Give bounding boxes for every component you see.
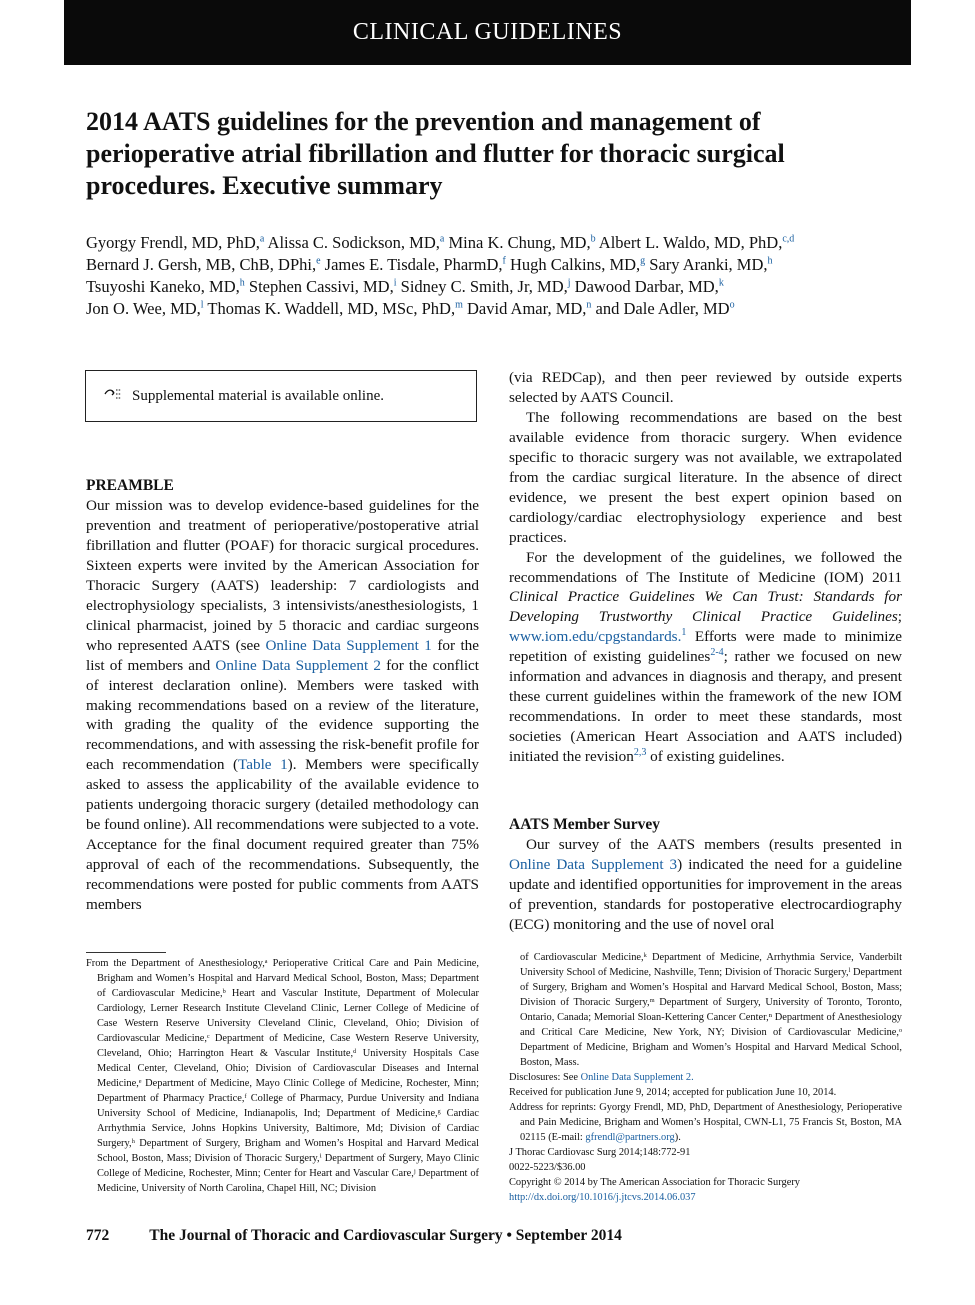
issn-line: 0022-5223/$36.00 (509, 1162, 586, 1173)
footnote-divider (86, 952, 166, 953)
affiliation-mark[interactable]: b (590, 233, 596, 245)
right-column: (via REDCap), and then peer reviewed by … (509, 368, 902, 767)
affiliation-mark[interactable]: c,d (782, 233, 795, 245)
affiliation-mark[interactable]: k (718, 277, 724, 289)
online-data-supplement-2-link[interactable]: Online Data Supplement 2 (215, 656, 381, 674)
page-number: 772 (86, 1227, 110, 1244)
author-name: Stephen Cassivi, MD, (248, 277, 394, 296)
iom-standards-link[interactable]: www.iom.edu/cpgstandards. (509, 628, 682, 646)
disclosures-link[interactable]: Online Data Supplement 2. (580, 1072, 694, 1083)
author-name: Sary Aranki, MD, (649, 255, 768, 274)
author-name: Alissa C. Sodickson, MD, (267, 233, 440, 252)
affiliation-mark[interactable]: j (567, 277, 571, 289)
author-name: Thomas K. Waddell, MD, MSc, PhD, (207, 299, 456, 318)
author-name: Dawood Darbar, MD, (574, 277, 719, 296)
left-column: PREAMBLE Our mission was to develop evid… (86, 476, 479, 915)
journal-name: The Journal of Thoracic and Cardiovascul… (149, 1227, 622, 1244)
affiliation-mark[interactable]: l (200, 299, 204, 311)
member-survey-heading-wrap: AATS Member Survey (509, 815, 902, 835)
preamble-paragraph: Our mission was to develop evidence-base… (86, 497, 480, 914)
author-name: Tsuyoshi Kaneko, MD, (86, 277, 240, 296)
affiliations-text-continued: of Cardiovascular Medicine,ᵏ Department … (520, 952, 902, 1068)
affiliation-mark[interactable]: f (502, 255, 506, 267)
article-title: 2014 AATS guidelines for the prevention … (86, 107, 785, 200)
member-survey-paragraph: Our survey of the AATS members (results … (509, 836, 902, 933)
page-footer: 772 The Journal of Thoracic and Cardiovas… (86, 1227, 622, 1245)
member-survey-body: Our survey of the AATS members (results … (509, 835, 902, 935)
preamble-paragraph-continued: (via REDCap), and then peer reviewed by … (509, 369, 902, 406)
section-heading-preamble: PREAMBLE (86, 477, 174, 494)
affiliation-mark[interactable]: e (316, 255, 321, 267)
disclosures-line: Disclosures: See Online Data Supplement … (509, 1072, 694, 1083)
author-name: Hugh Calkins, MD, (509, 255, 641, 274)
affiliation-mark[interactable]: g (640, 255, 646, 267)
email-link[interactable]: gfrendl@partners.org (585, 1132, 675, 1143)
affiliation-mark[interactable]: n (586, 299, 592, 311)
affiliation-mark[interactable]: i (393, 277, 397, 289)
online-data-supplement-1-link[interactable]: Online Data Supplement 1 (265, 636, 432, 654)
author-name: Gyorgy Frendl, MD, PhD, (86, 233, 260, 252)
affiliation-mark[interactable]: o (729, 299, 735, 311)
author-name: and Dale Adler, MD (595, 299, 730, 318)
affiliations-footnote-right: of Cardiovascular Medicine,ᵏ Department … (509, 950, 902, 1205)
author-name: Bernard J. Gersh, MB, ChB, DPhi, (86, 255, 317, 274)
affiliation-mark[interactable]: h (767, 255, 773, 267)
affiliations-footnote-left: From the Department of Anesthesiology,ᵃ … (86, 956, 479, 1196)
received-line: Received for publication June 9, 2014; a… (509, 1087, 837, 1098)
online-data-supplement-3-link[interactable]: Online Data Supplement 3 (509, 855, 678, 873)
author-name: Albert L. Waldo, MD, PhD, (598, 233, 783, 252)
author-name: David Amar, MD, (467, 299, 587, 318)
supplemental-material-box[interactable]: Supplemental material is available onlin… (85, 370, 477, 422)
section-banner: CLINICAL GUIDELINES (64, 0, 911, 65)
reference-mark[interactable]: 1 (681, 627, 687, 639)
affiliation-mark[interactable]: h (239, 277, 245, 289)
reprints-line: Address for reprints: Gyorgy Frendl, MD,… (509, 1102, 902, 1143)
affiliation-mark[interactable]: a (439, 233, 445, 245)
preamble-paragraph: The following recommendations are based … (509, 408, 902, 546)
supplement-text: Supplemental material is available onlin… (132, 387, 385, 404)
affiliation-mark[interactable]: m (455, 299, 463, 311)
reference-mark[interactable]: 2,3 (633, 747, 647, 759)
author-name: James E. Tisdale, PharmD, (324, 255, 503, 274)
table-1-link[interactable]: Table 1 (238, 756, 288, 774)
citation-line: J Thorac Cardiovasc Surg 2014;148:772-91 (509, 1147, 691, 1158)
affiliation-mark[interactable]: a (259, 233, 265, 245)
affiliations-text: From the Department of Anesthesiology,ᵃ … (86, 958, 479, 1194)
section-heading-member-survey: AATS Member Survey (509, 816, 660, 833)
author-name: Mina K. Chung, MD, (448, 233, 591, 252)
doi-link[interactable]: http://dx.doi.org/10.1016/j.jtcvs.2014.0… (509, 1192, 696, 1203)
preamble-paragraph: For the development of the guidelines, w… (509, 548, 902, 766)
reference-mark[interactable]: 2-4 (710, 647, 724, 659)
supplement-icon (104, 387, 122, 405)
author-name: Sidney C. Smith, Jr, MD, (400, 277, 568, 296)
author-list: Gyorgy Frendl, MD, PhD,a Alissa C. Sodic… (86, 232, 906, 320)
author-name: Jon O. Wee, MD, (86, 299, 201, 318)
copyright-line: Copyright © 2014 by The American Associa… (509, 1177, 800, 1188)
